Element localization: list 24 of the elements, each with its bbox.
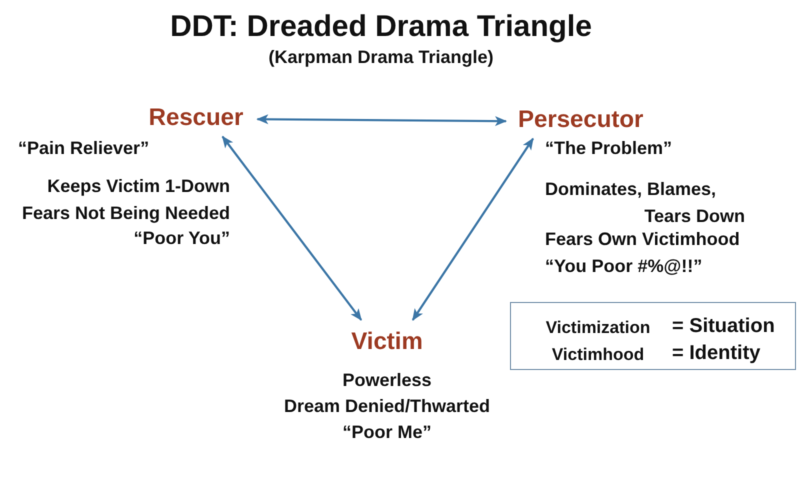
role-description: “Pain Reliever” xyxy=(18,138,150,159)
diagram-title: DDT: Dreaded Drama Triangle xyxy=(170,10,592,44)
role-description: Dream Denied/Thwarted xyxy=(284,396,490,417)
double-arrow xyxy=(412,138,534,321)
role-description: “Poor Me” xyxy=(342,422,432,443)
role-label: Persecutor xyxy=(518,106,644,134)
role-description: Fears Not Being Needed xyxy=(22,203,230,224)
double-arrow xyxy=(222,136,362,321)
role-label: Victim xyxy=(351,328,423,356)
subtitle: (Karpman Drama Triangle) xyxy=(268,47,494,68)
term-label: Victimization xyxy=(546,318,650,338)
role-description: Keeps Victim 1-Down xyxy=(47,176,230,197)
role-label: Rescuer xyxy=(148,104,244,132)
term-label: Victimhood xyxy=(552,345,644,365)
definition-label: = Situation xyxy=(672,315,775,338)
role-description: “The Problem” xyxy=(545,138,672,159)
role-description: Powerless xyxy=(342,370,432,391)
definition-box xyxy=(510,302,796,370)
double-arrow xyxy=(256,114,507,126)
role-description: “Poor You” xyxy=(134,228,230,249)
role-description: “You Poor #%@!!” xyxy=(545,256,702,277)
role-description: Fears Own Victimhood xyxy=(545,229,740,250)
role-description: Dominates, Blames, Tears Down xyxy=(545,178,745,228)
definition-label: = Identity xyxy=(672,342,760,365)
